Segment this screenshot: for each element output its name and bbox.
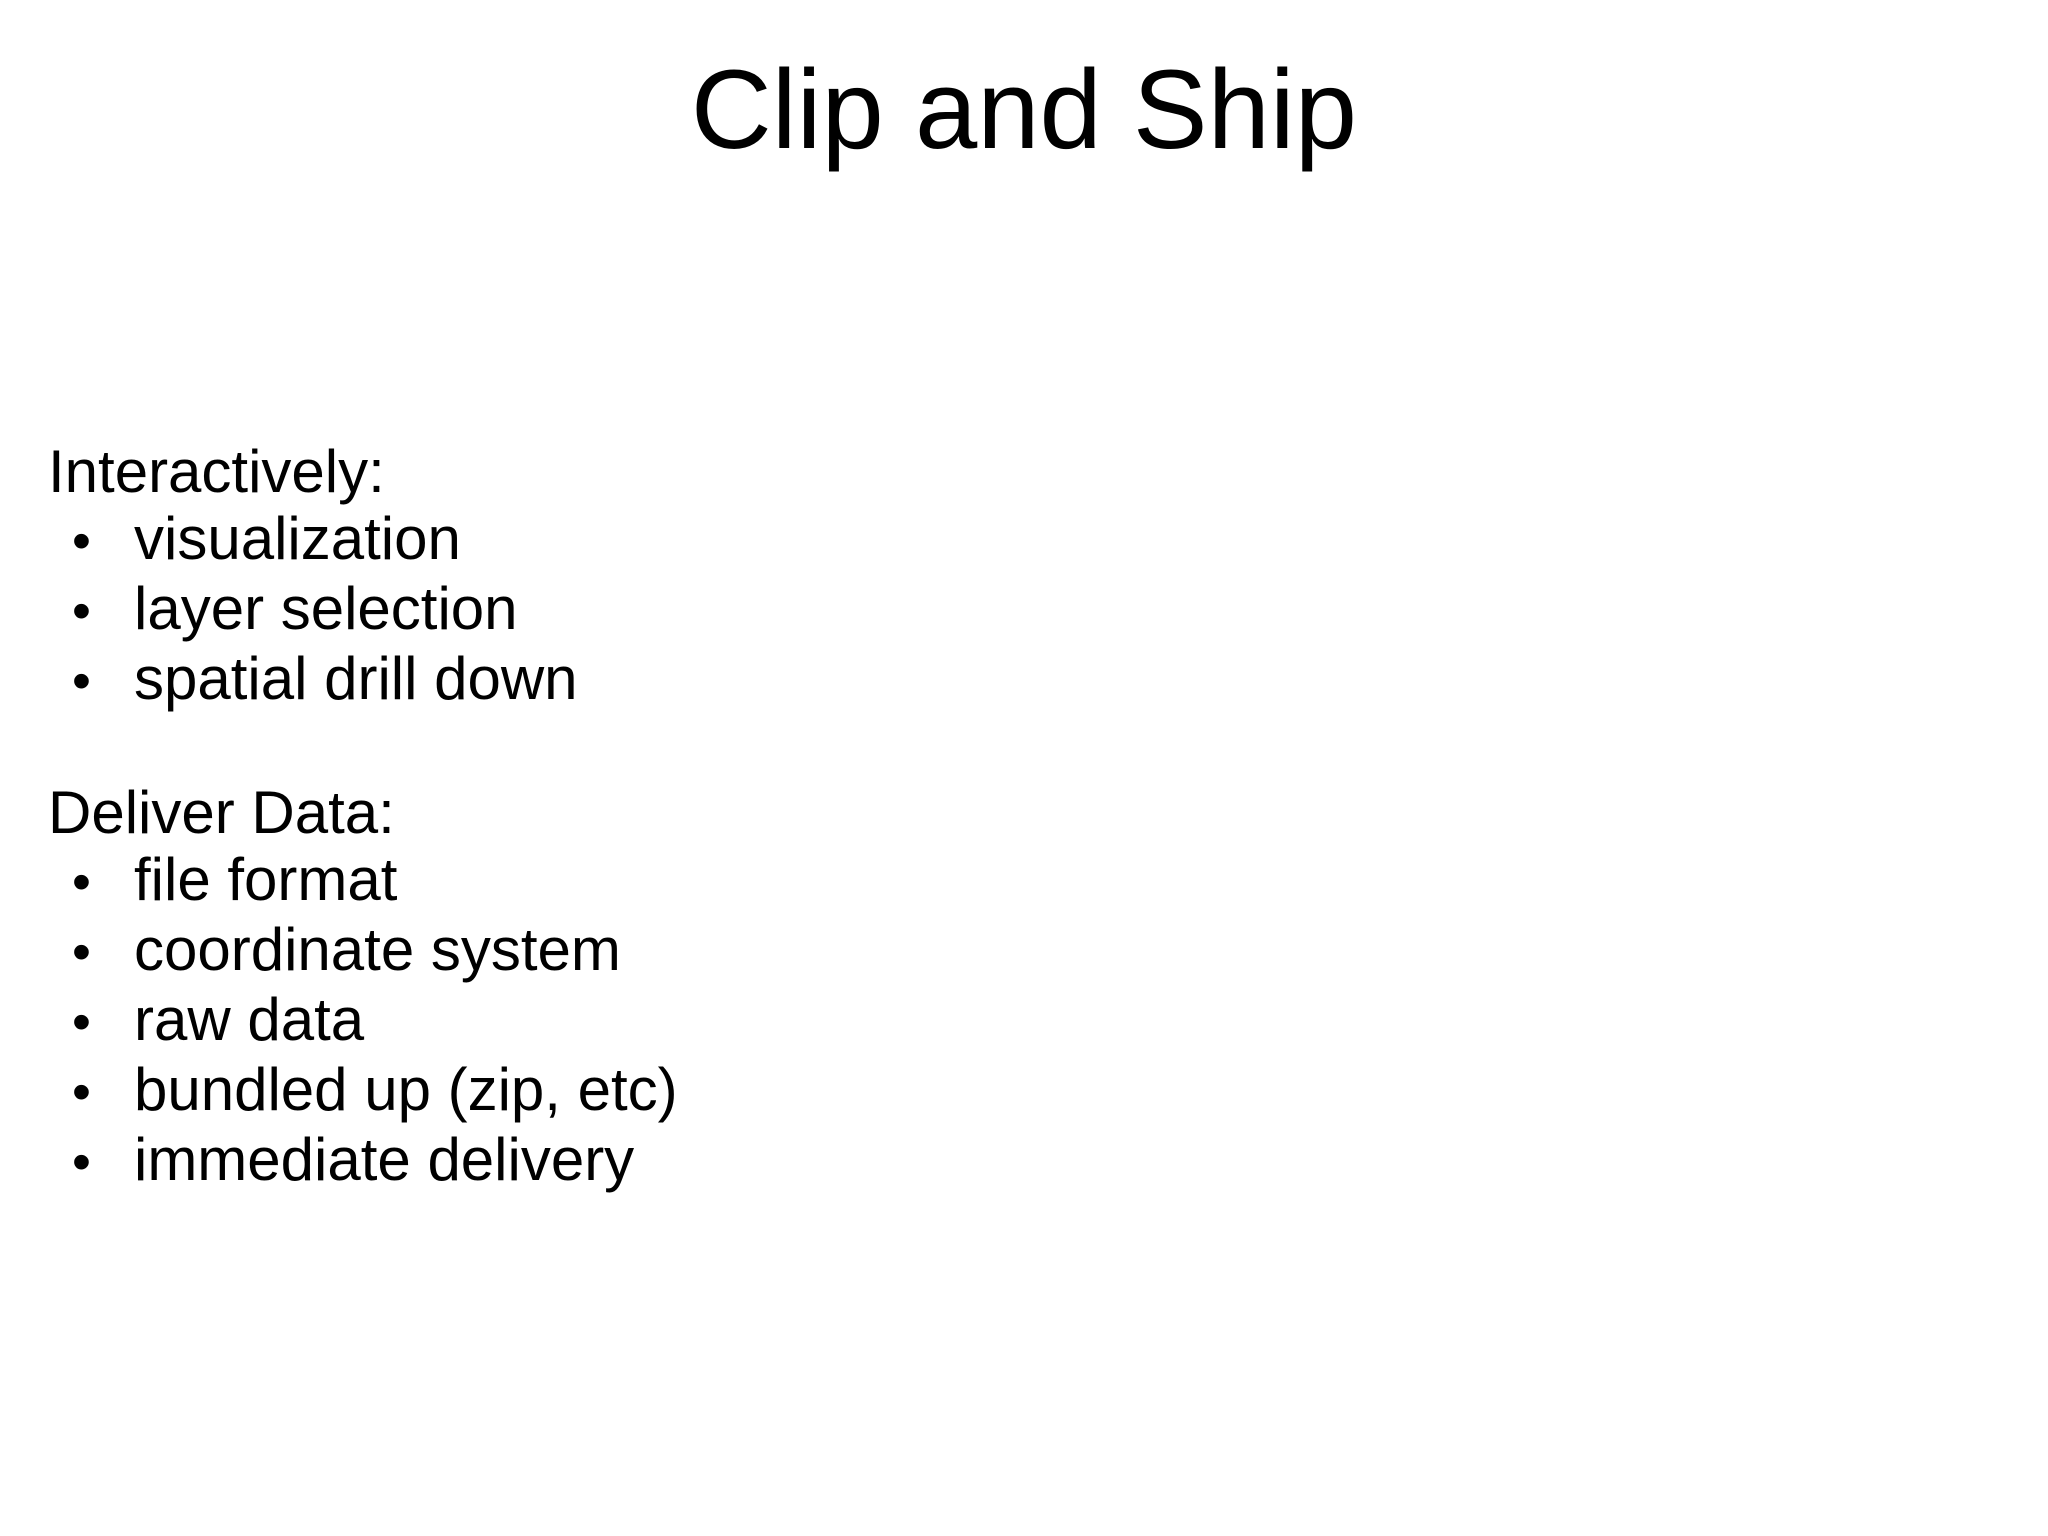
section-heading: Deliver Data: — [48, 779, 395, 846]
list-item-label: spatial drill down — [134, 645, 578, 712]
list-item: • visualization — [48, 505, 678, 575]
bullet-icon: • — [72, 922, 91, 982]
list-item: • file format — [48, 846, 678, 916]
bullet-icon: • — [72, 511, 91, 571]
section-heading: Interactively: — [48, 438, 385, 505]
slide-body: Interactively: • visualization • layer s… — [48, 438, 678, 1196]
list-item-label: raw data — [134, 986, 365, 1053]
list-item-label: immediate delivery — [134, 1126, 635, 1193]
bullet-icon: • — [72, 992, 91, 1052]
list-item-label: visualization — [134, 505, 461, 572]
section-deliver-data: Deliver Data: • file format • coordinate… — [48, 779, 678, 1196]
bullet-icon: • — [72, 651, 91, 711]
list-item-label: bundled up (zip, etc) — [134, 1056, 678, 1123]
list-item: • layer selection — [48, 575, 678, 645]
bullet-icon: • — [72, 1132, 91, 1192]
list-item: • immediate delivery — [48, 1126, 678, 1196]
section-interactively: Interactively: • visualization • layer s… — [48, 438, 678, 715]
list-item: • coordinate system — [48, 916, 678, 986]
list-item: • spatial drill down — [48, 645, 678, 715]
slide-title: Clip and Ship — [690, 47, 1358, 172]
list-item: • raw data — [48, 986, 678, 1056]
bullet-icon: • — [72, 1062, 91, 1122]
list-item-label: coordinate system — [134, 916, 621, 983]
bullet-icon: • — [72, 581, 91, 641]
list-item-label: layer selection — [134, 575, 518, 642]
list-item: • bundled up (zip, etc) — [48, 1056, 678, 1126]
list-item-label: file format — [134, 846, 398, 913]
bullet-icon: • — [72, 852, 91, 912]
